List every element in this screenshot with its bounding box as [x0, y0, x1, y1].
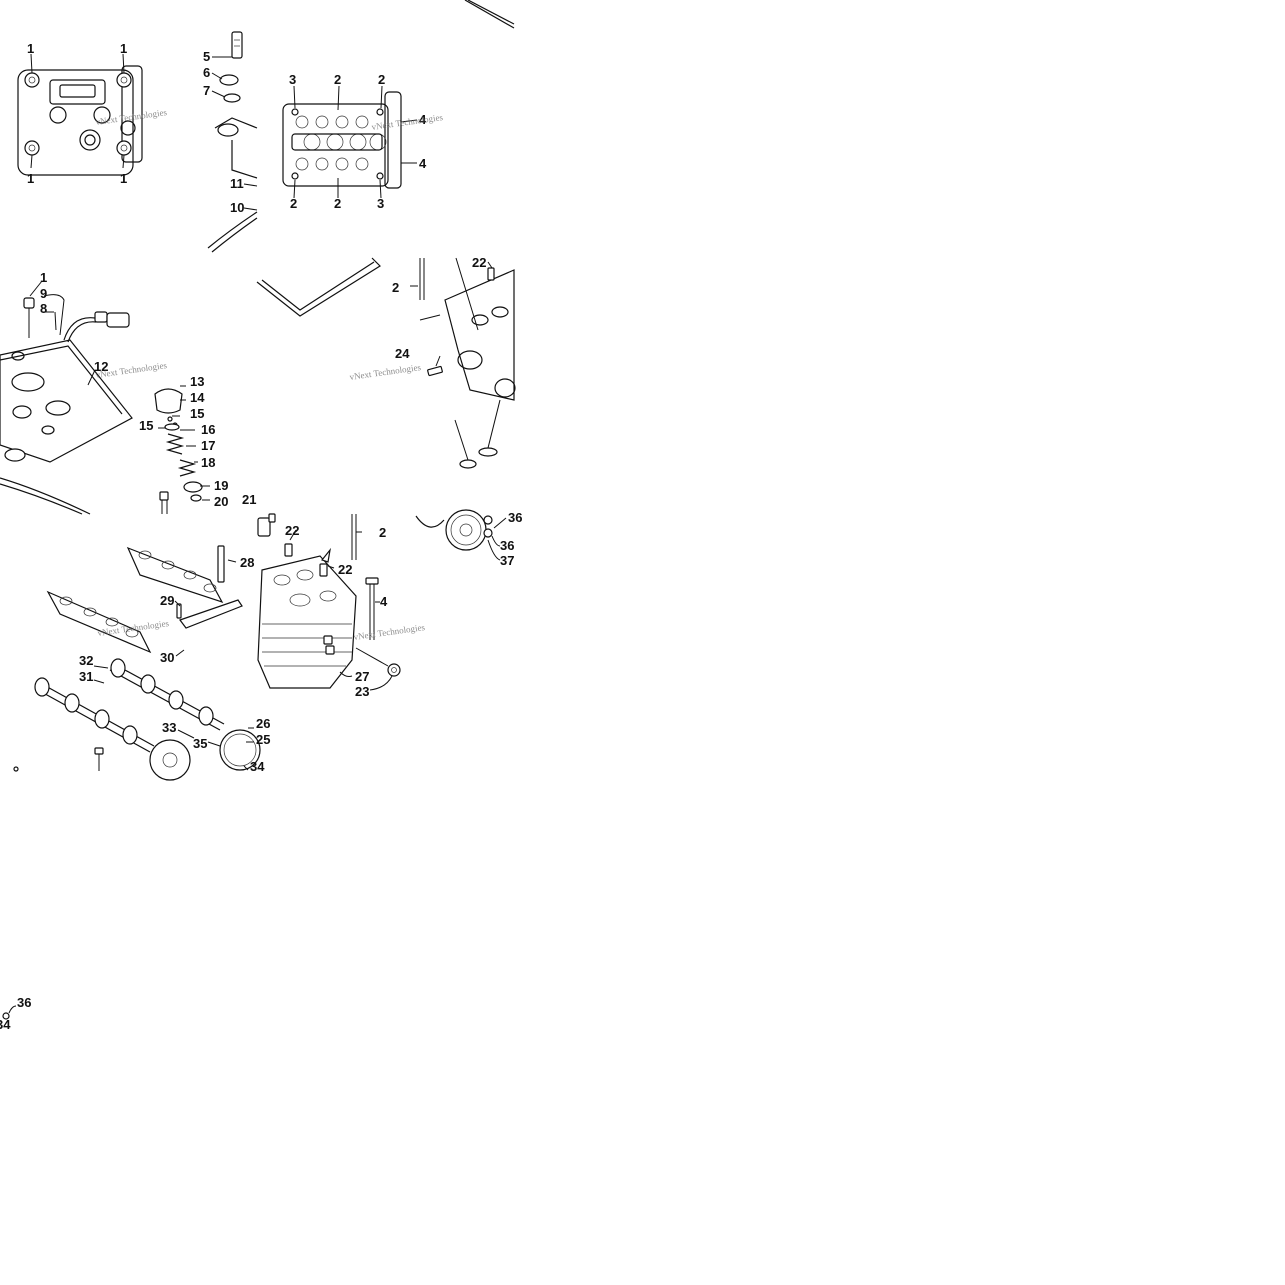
callout: 12	[94, 359, 108, 374]
callout: 29	[160, 593, 174, 608]
callout: 1	[120, 171, 127, 186]
callout: 32	[79, 653, 93, 668]
spark-plug-tile: 5 6 7 11 10	[203, 31, 258, 253]
callout: 33	[162, 720, 176, 735]
callout: 28	[240, 555, 254, 570]
callout: 36	[500, 538, 514, 553]
callout: 34	[0, 1017, 11, 1032]
callout: 22	[472, 255, 486, 270]
fragment-tile: 36 34	[0, 995, 31, 1032]
callout: 34	[250, 759, 265, 774]
callout: 36	[17, 995, 31, 1010]
head-lower-iso-tile: 22 2 22 4 27 23 vNext Technologies	[257, 513, 426, 699]
callout: 16	[201, 422, 215, 437]
callout: 2	[379, 525, 386, 540]
callout: 10	[230, 200, 244, 215]
callout: 1	[120, 41, 127, 56]
callout: 2	[334, 196, 341, 211]
head-top-view-tile: 3 2 2 4 4 2 2 3 vNext Technologies	[282, 0, 515, 211]
callout: 7	[203, 83, 210, 98]
callout: 20	[214, 494, 228, 509]
callout: 25	[256, 732, 270, 747]
callout: 17	[201, 438, 215, 453]
callout: 22	[285, 523, 299, 538]
callout: 5	[203, 49, 210, 64]
callout: 4	[419, 156, 427, 171]
callout: 4	[419, 112, 427, 127]
callout: 22	[338, 562, 352, 577]
callout: 18	[201, 455, 215, 470]
callout: 1	[40, 270, 47, 285]
callout: 1	[27, 41, 34, 56]
callout: 36	[508, 510, 522, 525]
cylinder-head-iso-tile: 22 2 24 vNext Technologies	[256, 255, 516, 469]
callout: 3	[289, 72, 296, 87]
watermark: vNext Technologies	[349, 362, 422, 382]
callout: 26	[256, 716, 270, 731]
callout: 35	[193, 736, 207, 751]
callout: 15	[190, 406, 204, 421]
callout: 9	[40, 286, 47, 301]
callout: 24	[395, 346, 410, 361]
callout: 23	[355, 684, 369, 699]
callout: 14	[190, 390, 205, 405]
callout: 11	[230, 176, 244, 191]
callout: 19	[214, 478, 228, 493]
camshaft-tile: 28 29 30 32 31 33 35 26 25 34 vNext Tech…	[13, 545, 270, 781]
callout: 27	[355, 669, 369, 684]
callout: 31	[79, 669, 93, 684]
callout: 30	[160, 650, 174, 665]
callout: 37	[500, 553, 514, 568]
callout: 2	[378, 72, 385, 87]
callout: 15	[139, 418, 153, 433]
callout: 2	[334, 72, 341, 87]
callout: 13	[190, 374, 204, 389]
callout: 21	[242, 492, 256, 507]
valve-cover-iso-tile: 1 9 8 12 13 14 15 15 16 17 18 19 20 21 v…	[0, 270, 256, 515]
sprocket-tile: 36 36 37	[415, 509, 522, 568]
callout: 2	[290, 196, 297, 211]
callout: 8	[40, 301, 47, 316]
callout: 2	[392, 280, 399, 295]
valve-cover-top-tile: 1 1 1 1 vNext Technologies	[17, 41, 168, 186]
callout: 4	[380, 594, 388, 609]
callout: 1	[27, 171, 34, 186]
callout: 3	[377, 196, 384, 211]
watermark: vNext Technologies	[353, 622, 426, 642]
callout: 6	[203, 65, 210, 80]
